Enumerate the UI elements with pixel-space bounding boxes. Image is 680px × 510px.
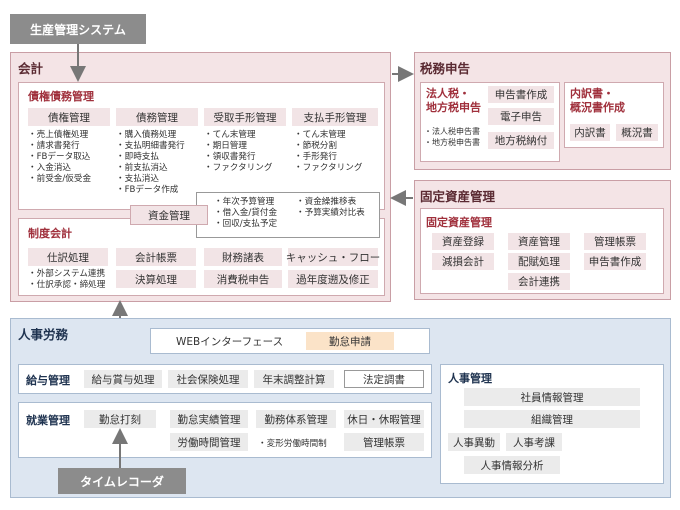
consumption-tax-button[interactable]: 消費税申告 <box>204 270 282 288</box>
employee-info-button[interactable]: 社員情報管理 <box>464 388 640 406</box>
web-interface-label: WEBインターフェース <box>176 336 284 348</box>
payroll-title: 給与管理 <box>26 374 70 387</box>
receivables-list-3: ・てん末管理 ・節税分割 ・手形発行 ・ファクタリング <box>294 130 363 173</box>
impairment-button[interactable]: 減損会計 <box>432 253 494 270</box>
funds-list-col1-front: ・年次予算管理 ・借入金/貸付金 ・回収/支払予定 <box>214 197 278 229</box>
receivables-header-1[interactable]: 債務管理 <box>116 108 198 126</box>
tax-return-create-button[interactable]: 申告書作成 <box>488 86 554 103</box>
receivables-header-2[interactable]: 受取手形管理 <box>204 108 286 126</box>
attendance-title: 就業管理 <box>26 414 70 427</box>
organization-button[interactable]: 組織管理 <box>464 410 640 428</box>
statement-title: 内訳書・ 概況書作成 <box>570 87 625 114</box>
retroactive-correction-button[interactable]: 過年度遡及修正 <box>288 270 378 288</box>
allocation-button[interactable]: 配賦処理 <box>508 253 570 270</box>
attendance-record-button[interactable]: 勤怠実績管理 <box>170 410 248 428</box>
accounting-link-button[interactable]: 会計連携 <box>508 273 570 290</box>
transfer-button[interactable]: 人事異動 <box>448 433 500 451</box>
funds-management-button-front[interactable]: 資金管理 <box>130 205 208 225</box>
closing-button[interactable]: 決算処理 <box>116 270 196 288</box>
corp-tax-notes: ・法人税申告書 ・地方税申告書 <box>424 127 480 147</box>
breakdown-button[interactable]: 内訳書 <box>570 124 610 141</box>
ledger-button[interactable]: 会計帳票 <box>116 248 196 266</box>
receivables-list-2: ・てん末管理 ・期日管理 ・領収書発行 ・ファクタリング <box>204 130 273 173</box>
holiday-management-button[interactable]: 休日・休暇管理 <box>344 410 424 428</box>
cash-flow-button[interactable]: キャッシュ・フロー <box>286 248 380 266</box>
system-notes: ・外部システム連携 ・仕訳承認・締処理 <box>28 269 106 290</box>
working-hours-button[interactable]: 労働時間管理 <box>170 433 248 451</box>
asset-management-button[interactable]: 資産管理 <box>508 233 570 250</box>
receivables-box <box>18 82 385 210</box>
attendance-request-button[interactable]: 勤怠申請 <box>306 332 394 350</box>
production-system-label: 生産管理システム <box>10 14 146 44</box>
financial-statements-button[interactable]: 財務諸表 <box>204 248 282 266</box>
receivables-list-0: ・売上債権処理 ・請求書発行 ・FBデータ取込 ・入金消込 ・前受金/仮受金 <box>28 130 92 184</box>
variable-hours-note: ・変形労働時間制 <box>258 439 327 449</box>
time-recorder-label: タイムレコーダ <box>58 468 186 494</box>
receivables-header-3[interactable]: 支払手形管理 <box>292 108 378 126</box>
e-filing-button[interactable]: 電子申告 <box>488 108 554 125</box>
fixed-assets-title: 固定資産管理 <box>420 189 496 204</box>
management-report-button[interactable]: 管理帳票 <box>584 233 646 250</box>
year-end-adjustment-button[interactable]: 年末調整計算 <box>254 370 334 388</box>
accounting-title: 会計 <box>18 61 44 76</box>
salary-bonus-button[interactable]: 給与賞与処理 <box>84 370 162 388</box>
local-tax-payment-button[interactable]: 地方税納付 <box>488 132 554 149</box>
time-stamp-button[interactable]: 勤怠打刻 <box>84 410 156 428</box>
hr-report-button[interactable]: 管理帳票 <box>344 433 424 451</box>
social-insurance-button[interactable]: 社会保険処理 <box>168 370 248 388</box>
receivables-title: 債権債務管理 <box>28 90 94 103</box>
legal-report-button[interactable]: 法定調書 <box>344 370 424 388</box>
journal-button[interactable]: 仕訳処理 <box>28 248 108 266</box>
fixed-assets-sub-title: 固定資産管理 <box>426 216 492 229</box>
work-schedule-button[interactable]: 勤務体系管理 <box>256 410 336 428</box>
receivables-list-1: ・購入債務処理 ・支払明細書発行 ・即時支払 ・前支払消込 ・支払消込 ・FBデ… <box>116 130 185 195</box>
corp-tax-title: 法人税・ 地方税申告 <box>426 87 481 114</box>
funds-list-col2-front: ・資金繰推移表 ・予算実績対比表 <box>296 197 365 218</box>
overview-button[interactable]: 概況書 <box>616 124 658 141</box>
funds-detail-box-front <box>196 192 380 238</box>
asset-registration-button[interactable]: 資産登録 <box>432 233 494 250</box>
tax-title: 税務申告 <box>420 61 471 76</box>
personnel-title: 人事管理 <box>448 372 492 385</box>
hr-title: 人事労務 <box>18 327 69 342</box>
system-accounting-title: 制度会計 <box>28 227 72 240</box>
evaluation-button[interactable]: 人事考課 <box>506 433 562 451</box>
receivables-header-0[interactable]: 債権管理 <box>28 108 110 126</box>
fa-return-create-button[interactable]: 申告書作成 <box>584 253 646 270</box>
hr-analysis-button[interactable]: 人事情報分析 <box>464 456 560 474</box>
